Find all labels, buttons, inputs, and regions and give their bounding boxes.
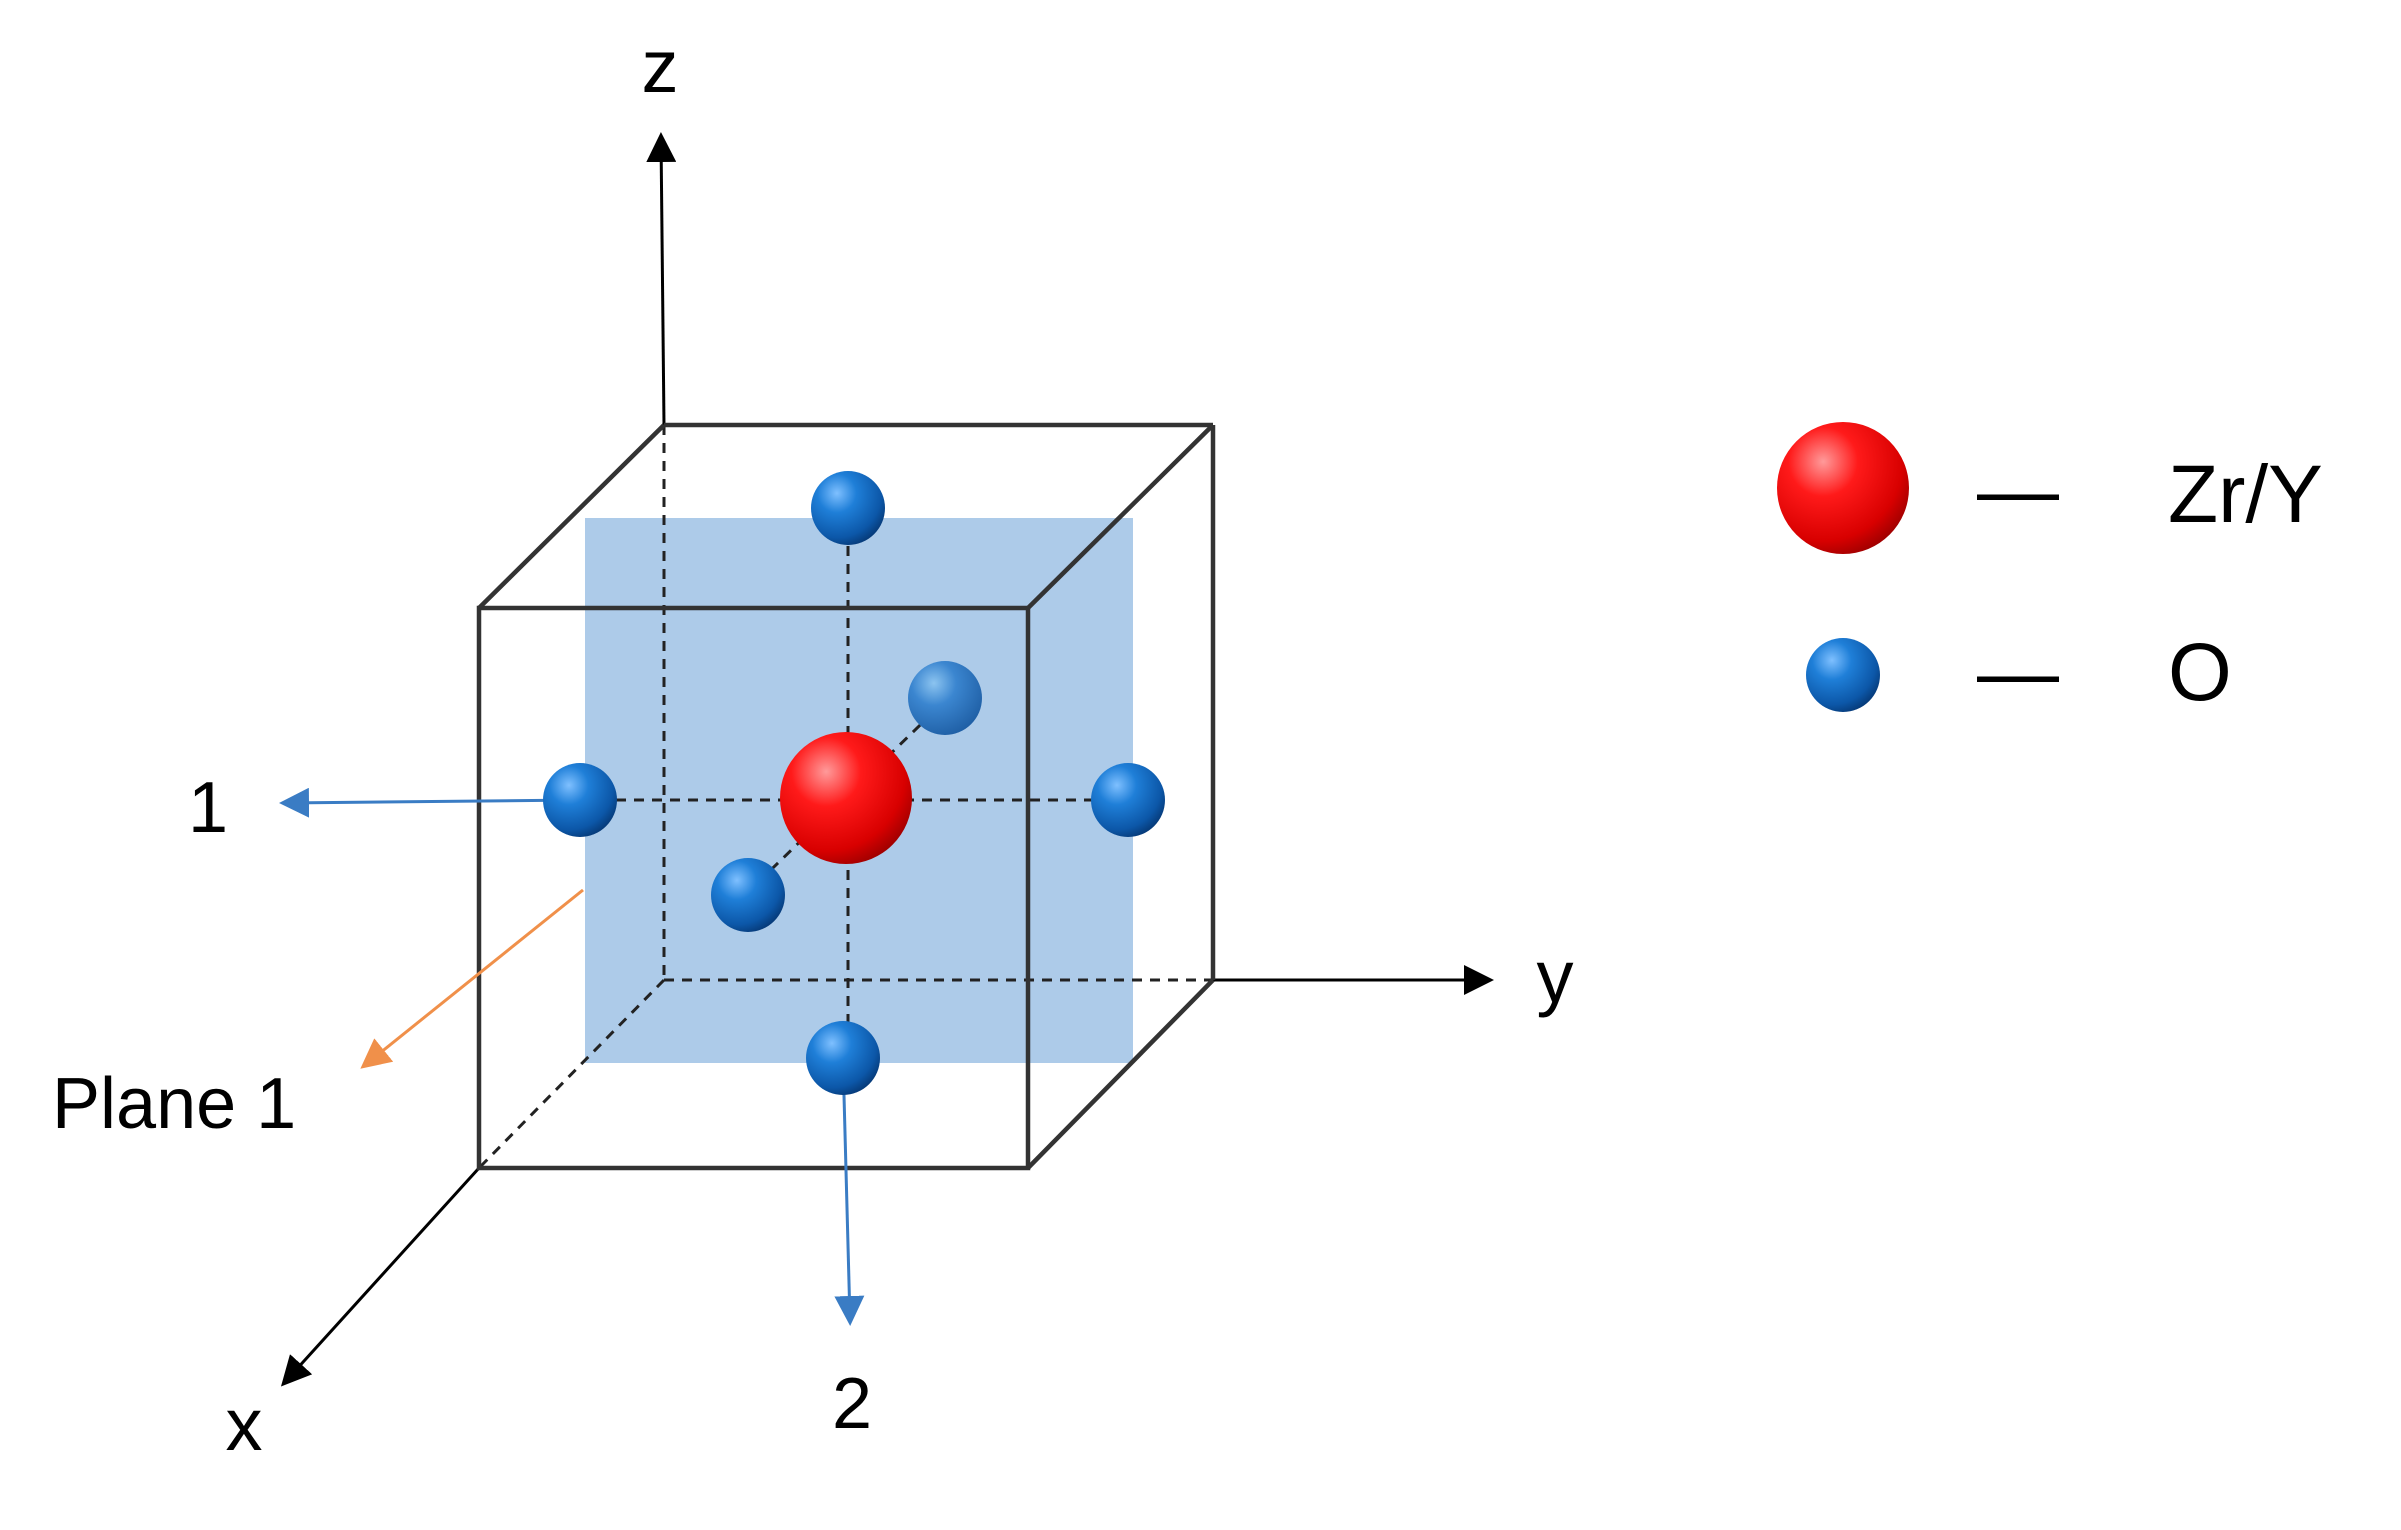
o-atom-left bbox=[543, 763, 617, 837]
legend-o-label: O bbox=[2168, 627, 2232, 718]
legend-o-dash: — bbox=[1977, 627, 2059, 718]
x-axis bbox=[280, 1166, 481, 1387]
cube-hidden-edges bbox=[477, 425, 1213, 1170]
legend: — Zr/Y — O bbox=[1777, 422, 2323, 718]
o-atom-right bbox=[1091, 763, 1165, 837]
z-axis bbox=[646, 132, 677, 426]
plane-1-label: Plane 1 bbox=[52, 1064, 296, 1144]
o-atom-back bbox=[908, 661, 982, 735]
o-atom-top bbox=[811, 471, 885, 545]
zr-y-atom-center bbox=[780, 732, 912, 864]
o-atom-bottom bbox=[806, 1021, 880, 1095]
direction-2-label: 2 bbox=[832, 1364, 872, 1444]
legend-zr-y-label: Zr/Y bbox=[2168, 449, 2323, 540]
direction-2-arrow bbox=[834, 1057, 865, 1326]
cube-visible-edges bbox=[476, 422, 1216, 1171]
o-atom-front bbox=[711, 858, 785, 932]
direction-1-label: 1 bbox=[188, 768, 228, 848]
legend-zr-y-swatch bbox=[1777, 422, 1909, 554]
plane-1-arrow bbox=[360, 888, 584, 1069]
legend-zr-y-dash: — bbox=[1977, 445, 2059, 536]
y-axis-label: y bbox=[1537, 935, 1574, 1018]
z-axis-label: z bbox=[642, 25, 679, 108]
x-axis-label: x bbox=[226, 1383, 263, 1466]
legend-o-swatch bbox=[1806, 638, 1880, 712]
direction-1-arrow bbox=[279, 787, 581, 818]
